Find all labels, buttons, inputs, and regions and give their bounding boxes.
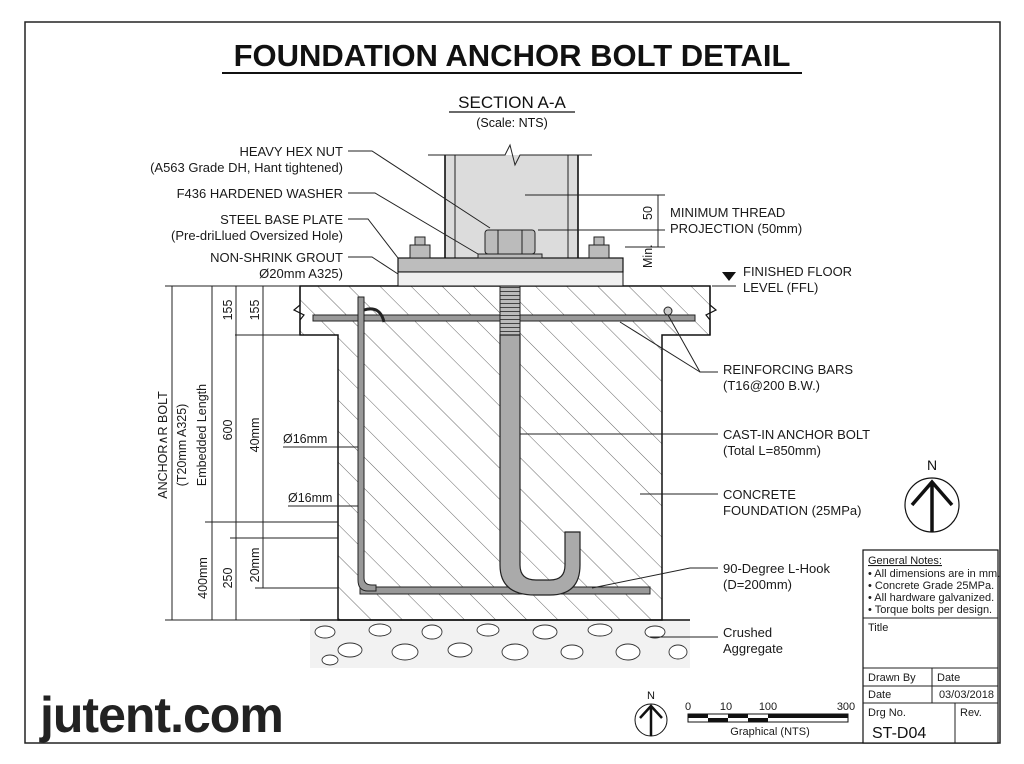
base-plate-bolts [409, 236, 610, 259]
hex-nut [477, 229, 543, 259]
date-label-1: Date [937, 672, 960, 684]
hex-nut-label: HEAVY HEX NUT [239, 144, 343, 159]
scale-tick-100: 100 [759, 701, 777, 713]
scale-tick-0: 0 [685, 701, 691, 713]
ffl-marker-icon [722, 272, 736, 281]
grout-spec: Ø20mm A325) [259, 266, 343, 281]
scale-bar: 0 10 100 300 Graphical (NTS) [685, 701, 855, 738]
hook-label: 90-Degree L-Hook [723, 561, 830, 576]
section-title: SECTION A-A [458, 93, 566, 112]
small-north-arrow-icon: N [634, 690, 668, 737]
ffl-label-2: LEVEL (FFL) [743, 280, 818, 295]
title-block: General Notes: • All dimensions are in m… [862, 549, 1000, 744]
date-label-2: Date [868, 689, 891, 701]
ffl-label: FINISHED FLOOR [743, 264, 852, 279]
note-item: • All dimensions are in mm. [868, 568, 1000, 580]
north-label: N [927, 457, 937, 473]
aggregate-label: Crushed [723, 625, 772, 640]
scale-tick-10: 10 [720, 701, 732, 713]
drg-no-value: ST-D04 [872, 725, 926, 742]
notes-heading: General Notes: [868, 555, 942, 567]
right-callouts: 50 Min. MINIMUM THREAD PROJECTION (50mm)… [520, 194, 870, 656]
small-north-label: N [647, 690, 655, 702]
watermark: jutent.com [39, 687, 283, 743]
base-plate-spec: (Pre-driLlued Oversized Hole) [171, 228, 343, 243]
scale-tick-300: 300 [837, 701, 855, 713]
dim-600: 600 [221, 420, 235, 441]
hook-label-2: (D=200mm) [723, 577, 792, 592]
rev-label: Rev. [960, 707, 982, 719]
dim-250: 250 [221, 568, 235, 589]
bolt-dim-spec: (T20mm A325) [175, 404, 189, 487]
north-arrow-icon: N [904, 457, 960, 533]
washer-label: F436 HARDENED WASHER [177, 186, 343, 201]
thread-label-2: PROJECTION (50mm) [670, 221, 802, 236]
dim-400mm: 400mm [196, 557, 210, 599]
scale-caption: Graphical (NTS) [730, 726, 809, 738]
rebar-label: REINFORCING BARS [723, 362, 853, 377]
dim-20mm: 20mm [248, 548, 262, 583]
aggregate-label-2: Aggregate [723, 641, 783, 656]
bolt-label-2: (Total L=850mm) [723, 443, 821, 458]
note-item: • All hardware galvanized. [868, 592, 994, 604]
rebar-label-2: (T16@200 B.W.) [723, 378, 820, 393]
drawn-by-label: Drawn By [868, 672, 916, 684]
dim-40mm: 40mm [248, 418, 262, 453]
note-item: • Torque bolts per design. [868, 604, 992, 616]
grout-layer [397, 271, 624, 287]
left-callouts: HEAVY HEX NUT (A563 Grade DH, Hant tight… [150, 144, 491, 281]
concrete-label-2: FOUNDATION (25MPa) [723, 503, 861, 518]
hex-nut-spec: (A563 Grade DH, Hant tightened) [150, 160, 343, 175]
grout-label: NON-SHRINK GROUT [210, 250, 343, 265]
base-plate [397, 257, 624, 273]
dim-155a: 155 [221, 300, 235, 321]
crushed-aggregate [310, 620, 690, 668]
rebar-dia-2: Ø16mm [288, 491, 332, 505]
dim-155b: 155 [248, 300, 262, 321]
bolt-label: CAST-IN ANCHOR BOLT [723, 427, 870, 442]
rebar-dia-1: Ø16mm [283, 432, 327, 446]
date-value: 03/03/2018 [939, 689, 994, 701]
thread-min: Min. [641, 244, 655, 268]
section-scale: (Scale: NTS) [476, 116, 548, 130]
base-plate-label: STEEL BASE PLATE [220, 212, 343, 227]
thread-label: MINIMUM THREAD [670, 205, 785, 220]
drawing-title: FOUNDATION ANCHOR BOLT DETAIL [234, 38, 791, 73]
embedded-length-label: Embedded Length [195, 384, 209, 486]
bolt-dim-title: ANCHOR∧R BOLT [156, 391, 170, 499]
title-field-label: Title [868, 622, 888, 634]
thread-dim: 50 [641, 206, 655, 220]
note-item: • Concrete Grade 25MPa. [868, 580, 994, 592]
drawing-border [24, 21, 1001, 744]
left-dimensions: ANCHOR∧R BOLT (T20mm A325) Embedded Leng… [156, 285, 358, 621]
concrete-label: CONCRETE [723, 487, 796, 502]
drg-no-label: Drg No. [868, 707, 906, 719]
